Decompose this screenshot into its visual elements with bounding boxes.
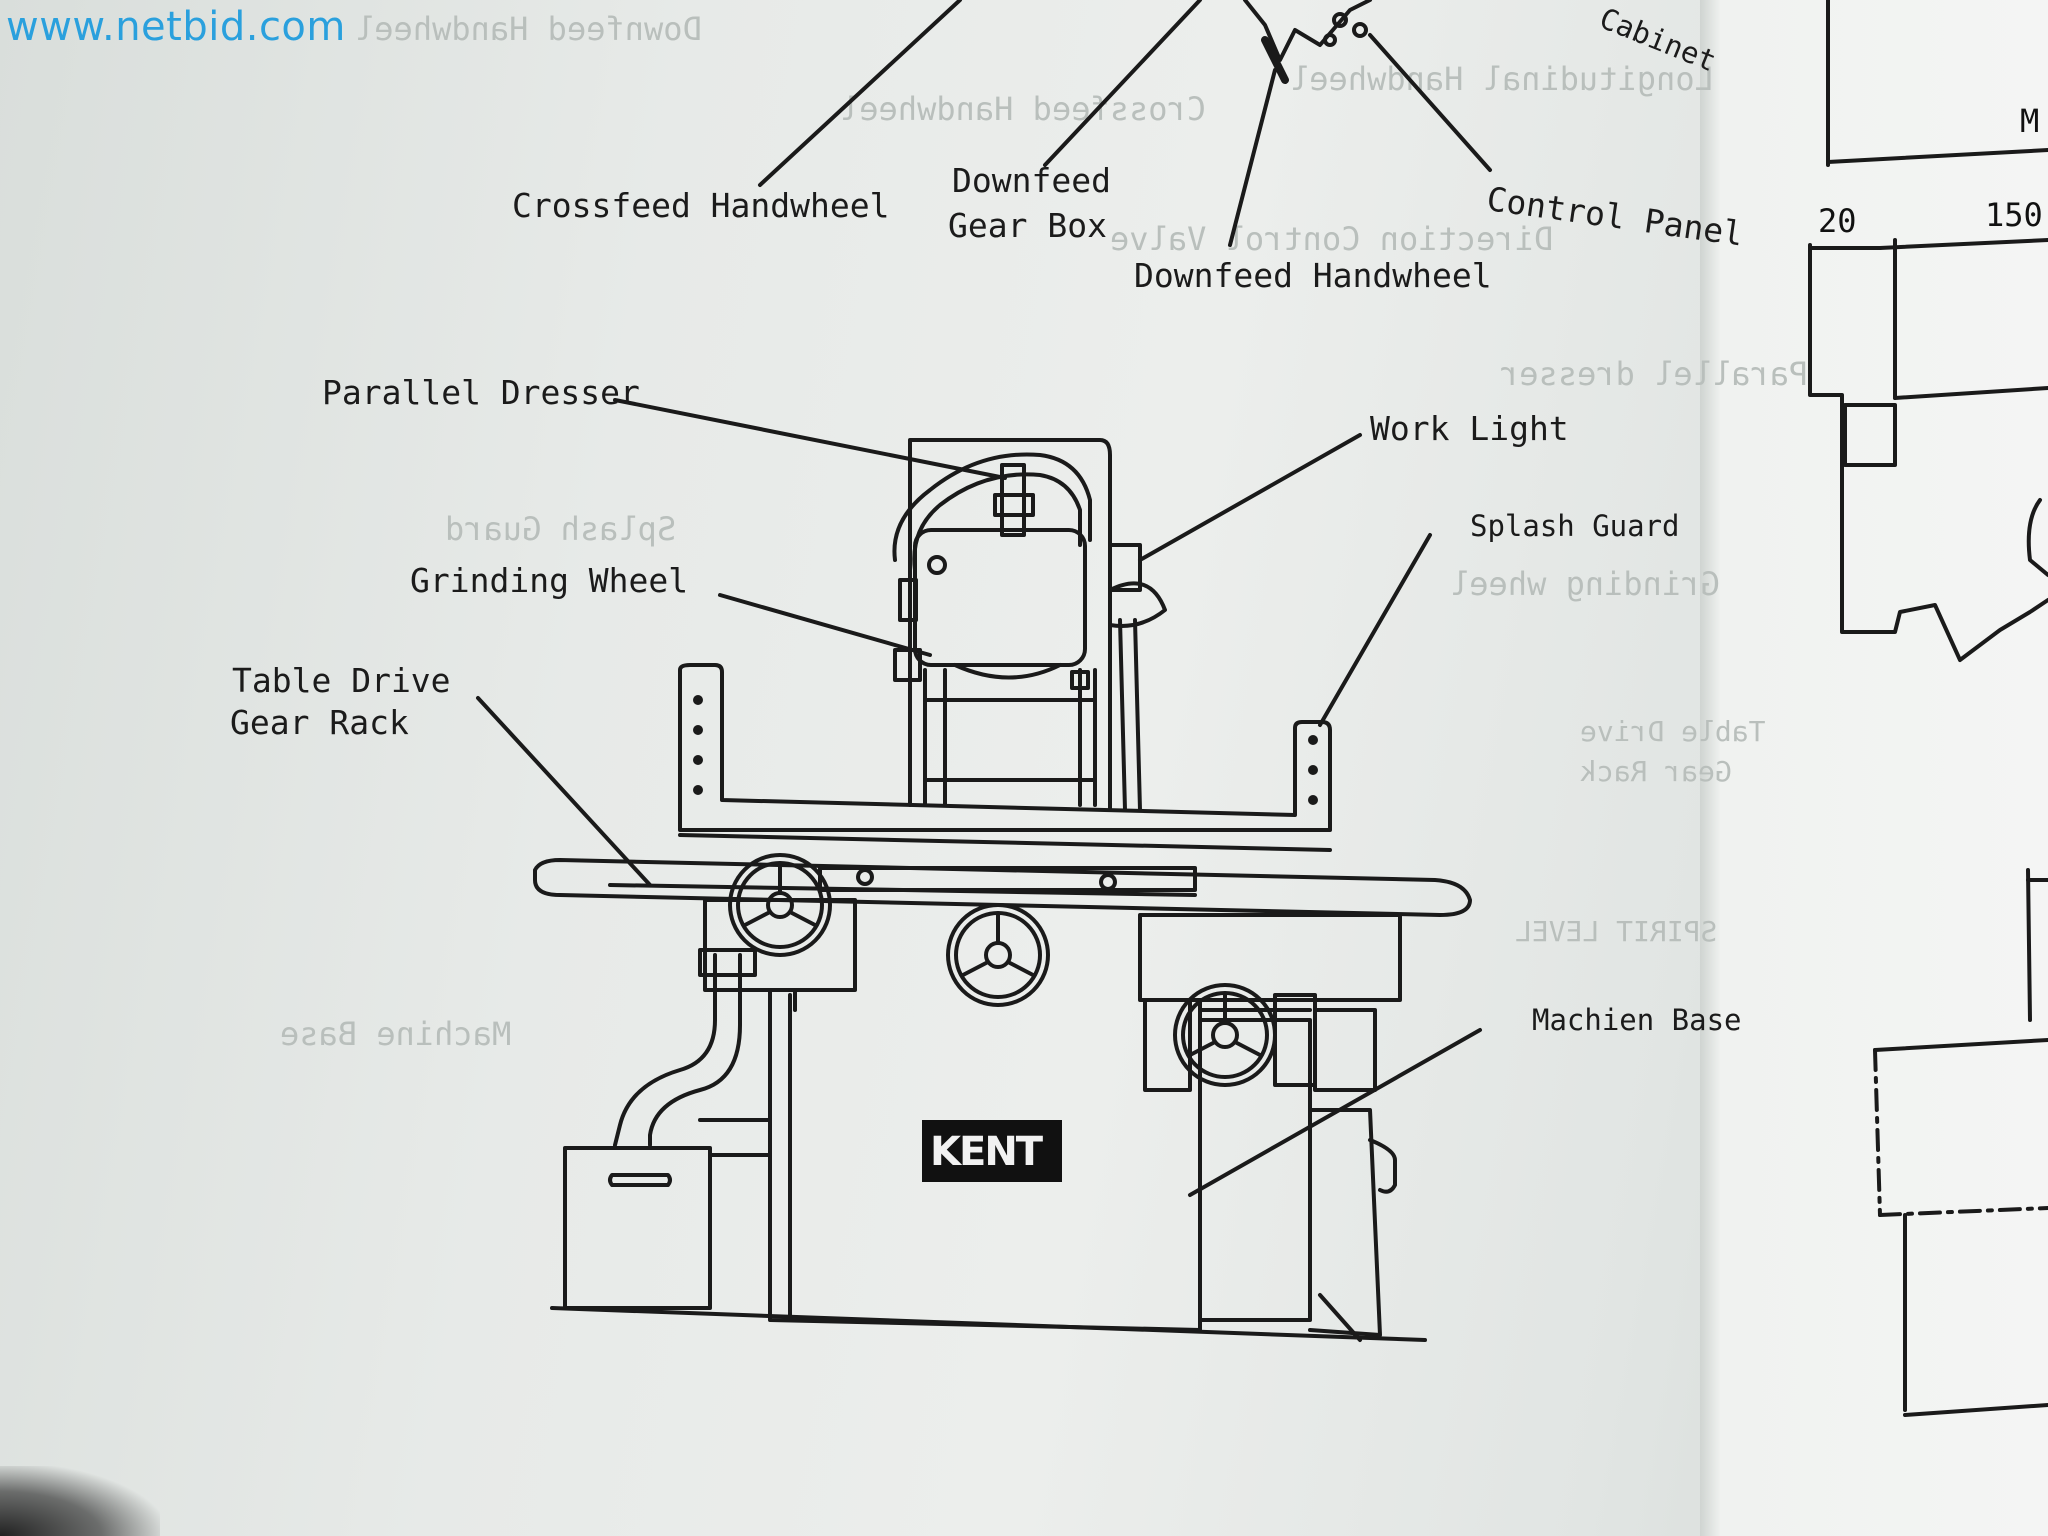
finger-shadow: [0, 1466, 160, 1536]
leader-table-drive: [476, 696, 652, 887]
label-grinding-wheel: Grinding Wheel: [410, 561, 689, 600]
label-splash-guard: Splash Guard: [1470, 509, 1680, 543]
leader-control-panel: [1368, 33, 1492, 172]
dimension-drawing: [1808, 0, 2048, 1417]
label-table-drive-line2: Gear Rack: [230, 703, 409, 742]
worktable: [533, 858, 1472, 917]
coolant-pipe: [613, 953, 717, 1147]
saddle-right: [1138, 913, 1402, 1002]
dimension-m: M: [2020, 102, 2040, 140]
leader-crossfeed-handwheel: [758, 0, 962, 187]
downfeed-handwheel: [1173, 983, 1277, 1087]
label-crossfeed-handwheel: Crossfeed Handwheel: [512, 186, 890, 225]
leader-grinding-wheel: [718, 593, 932, 657]
label-downfeed-gear-box-line2: Gear Box: [948, 206, 1107, 245]
wheel-guard: [913, 528, 1087, 667]
next-page-edge: [1700, 0, 2048, 1536]
work-light-shade: [1108, 581, 1167, 628]
dimension-20: 20: [1818, 202, 1857, 240]
saddle-left: [703, 898, 857, 992]
leader-splash-guard: [1318, 533, 1432, 727]
label-machine-base: Machien Base: [1532, 1003, 1742, 1037]
top-mechanism-fragment: [1243, 0, 1372, 62]
label-parallel-dresser: Parallel Dresser: [322, 373, 640, 412]
leader-parallel-dresser: [613, 398, 1007, 480]
label-table-drive-line1: Table Drive: [232, 661, 451, 700]
splash-guard: [678, 663, 1332, 832]
leader-machine-base: [1188, 1028, 1482, 1197]
electric-box: [1308, 1108, 1382, 1337]
crossfeed-handwheel: [946, 903, 1050, 1007]
watermark-netbid: www.netbid.com: [6, 4, 346, 50]
column-frame: [908, 438, 1112, 812]
work-light-lamp-bracket: [1108, 543, 1142, 592]
leader-work-light: [1138, 433, 1362, 562]
coolant-tank: [563, 1146, 712, 1310]
longitudinal-handwheel: [728, 853, 832, 957]
label-work-light: Work Light: [1370, 409, 1569, 448]
label-downfeed-handwheel: Downfeed Handwheel: [1134, 256, 1492, 295]
kent-badge: [922, 1120, 1062, 1182]
brand-logo-kent: KENT: [930, 1129, 1043, 1175]
label-downfeed-gear-box-line1: Downfeed: [952, 161, 1111, 200]
leader-downfeed-gear-box: [1043, 0, 1202, 167]
dimension-150: 150: [1985, 196, 2043, 234]
leader-downfeed-handwheel: [1228, 68, 1277, 247]
